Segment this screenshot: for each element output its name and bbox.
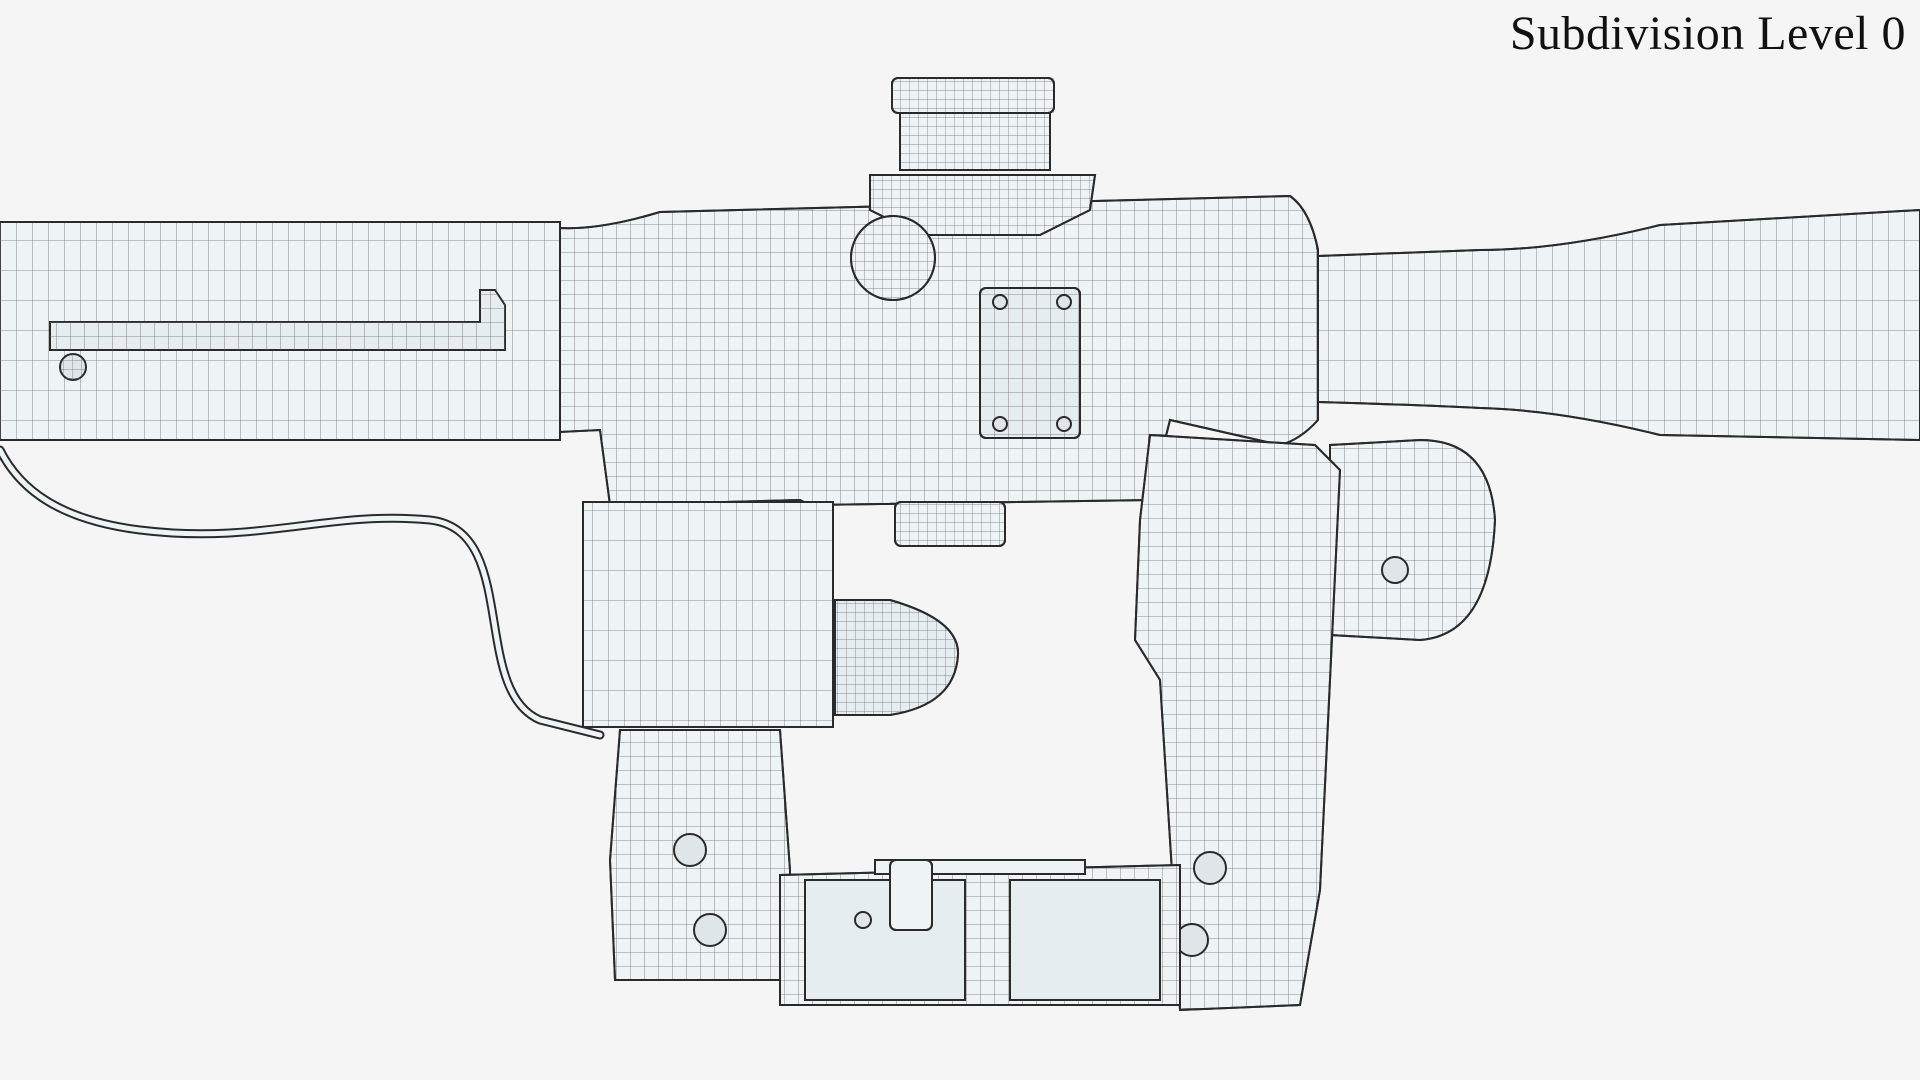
- subdivision-level-label: Subdivision Level 0: [1509, 7, 1906, 60]
- mount-clamp: [779, 859, 1181, 1006]
- illumination-housing: [1329, 438, 1497, 642]
- side-knob: [850, 215, 936, 301]
- mount-rear-leg: [608, 729, 791, 981]
- side-plate: [979, 287, 1081, 439]
- turret-top: [869, 77, 1097, 236]
- rear-tube: [0, 221, 561, 441]
- turret-bottom: [894, 501, 1006, 547]
- battery-box: [582, 501, 960, 728]
- front-tube: [1317, 208, 1920, 442]
- mount-front-arm: [1133, 433, 1342, 1012]
- scope-body: [559, 194, 1319, 507]
- cable: [0, 445, 605, 740]
